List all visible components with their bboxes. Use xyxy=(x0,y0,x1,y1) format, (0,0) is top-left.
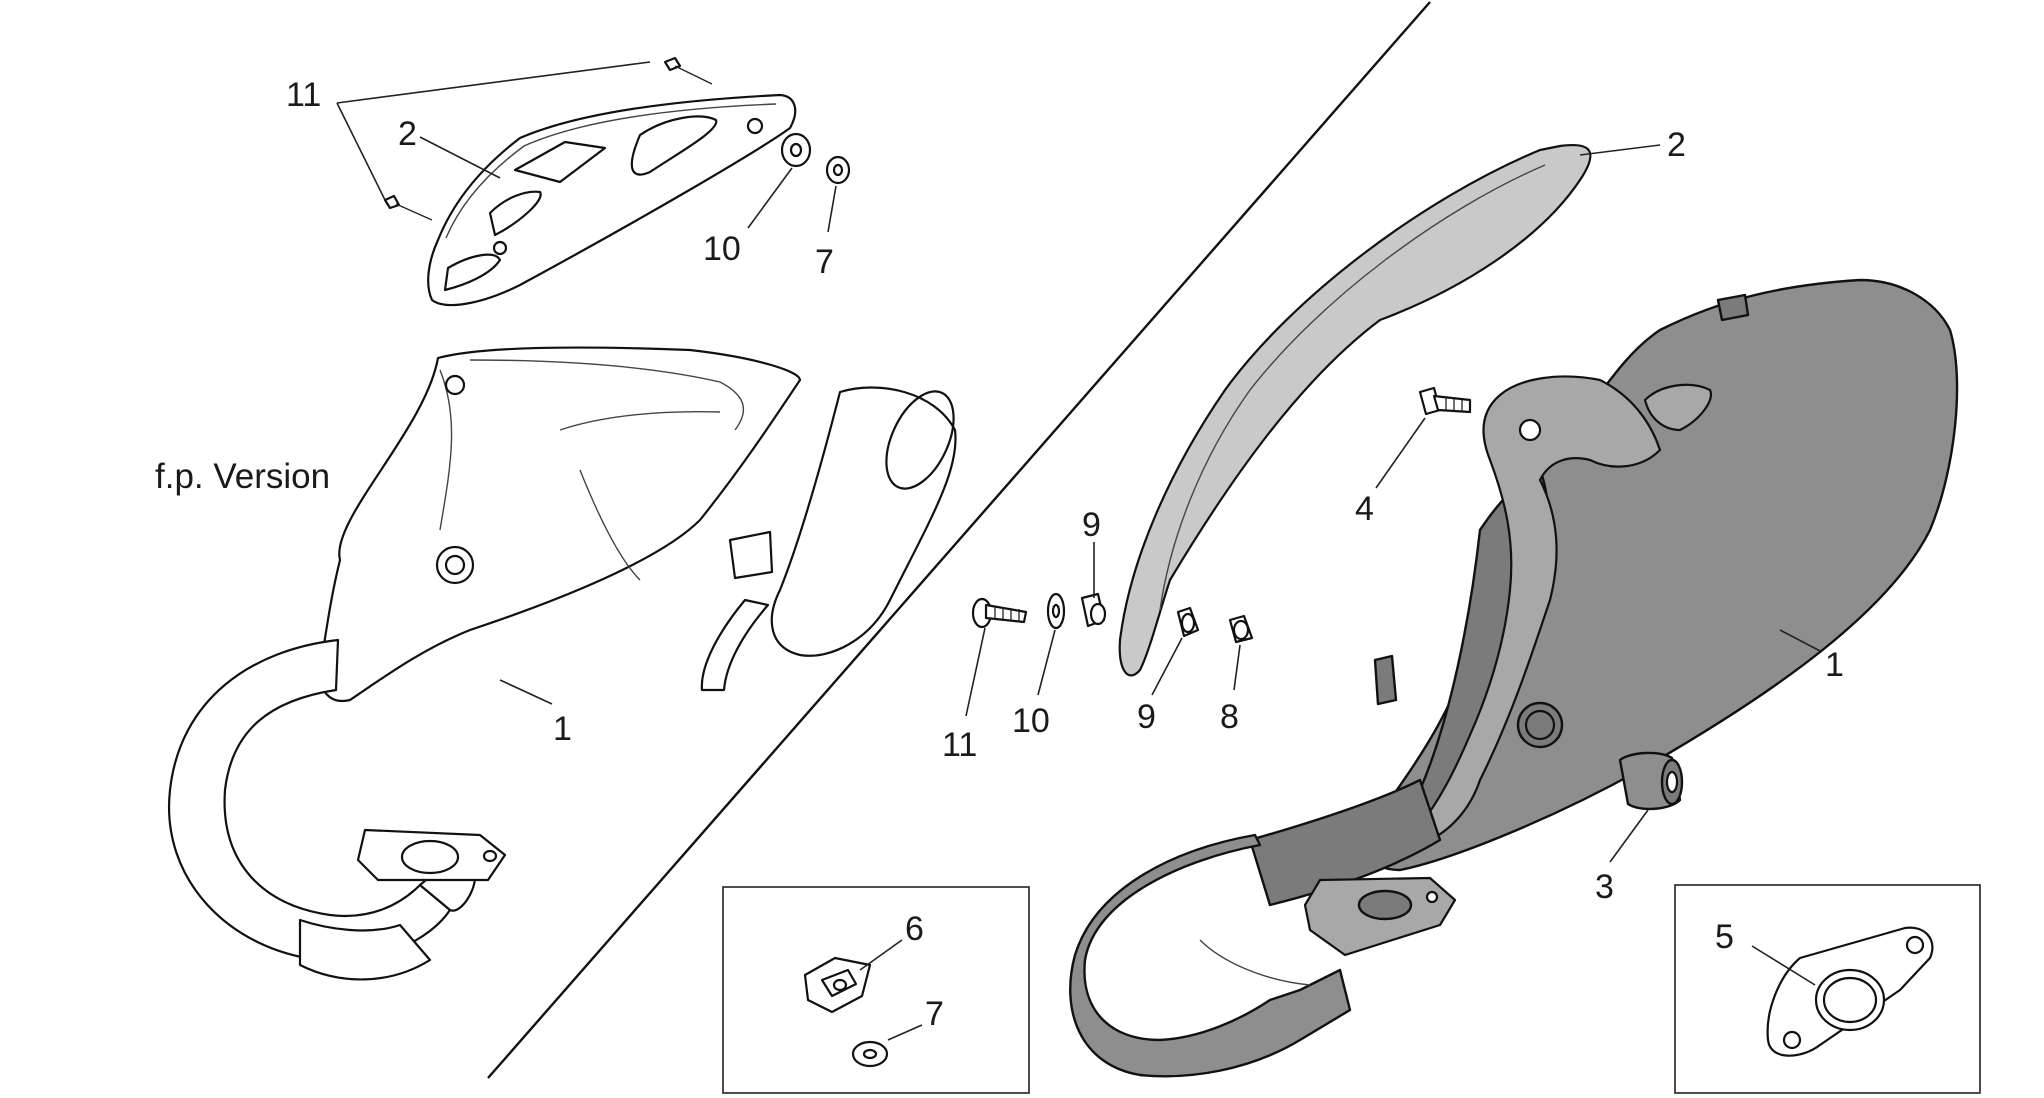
left-washer-10 xyxy=(780,132,812,168)
right-callout-3: 3 xyxy=(1595,868,1614,906)
left-callout-1: 1 xyxy=(553,710,572,748)
left-callout-2: 2 xyxy=(398,115,417,153)
left-washer-7 xyxy=(825,155,851,185)
left-screw-bottom xyxy=(383,194,433,221)
right-callout-2: 2 xyxy=(1667,126,1686,164)
right-bolt-4 xyxy=(1418,386,1472,416)
left-callout-11: 11 xyxy=(286,76,321,114)
center-callout-9a: 9 xyxy=(1082,506,1101,544)
center-nut-9a xyxy=(1080,592,1107,628)
inset-washer-7 xyxy=(851,1040,889,1068)
center-callout-8: 8 xyxy=(1220,698,1239,736)
center-nut-9b xyxy=(1176,606,1200,638)
right-callout-4: 4 xyxy=(1355,490,1374,528)
left-heat-shield xyxy=(427,93,797,307)
version-label: f.p. Version xyxy=(155,457,330,496)
left-exhaust-assembly xyxy=(167,56,957,981)
inset-right-box xyxy=(1674,884,1981,1094)
inset-clip-6 xyxy=(803,956,872,1014)
leader-lines xyxy=(336,61,1823,1041)
inset-left-box xyxy=(722,886,1030,1094)
left-callout-7: 7 xyxy=(815,243,834,281)
right-callout-1: 1 xyxy=(1825,646,1844,684)
center-washer-10 xyxy=(1046,592,1066,630)
divider-line xyxy=(487,1,1431,1079)
center-bolt-11 xyxy=(971,597,1028,629)
inset-gasket-5 xyxy=(1766,926,1934,1057)
center-callout-11: 11 xyxy=(942,726,977,764)
right-muffler xyxy=(1069,278,1959,1078)
center-hardware xyxy=(971,592,1254,644)
inset-callout-7: 7 xyxy=(925,995,944,1033)
inset-callout-5: 5 xyxy=(1715,918,1734,956)
center-nut-8 xyxy=(1228,614,1254,644)
center-callout-9b: 9 xyxy=(1137,698,1156,736)
right-heat-shield xyxy=(1118,144,1592,677)
inset-callout-6: 6 xyxy=(905,910,924,948)
left-callout-10: 10 xyxy=(703,230,741,268)
right-spacer-3 xyxy=(1618,751,1684,811)
center-callout-10: 10 xyxy=(1012,702,1050,740)
right-exhaust-assembly xyxy=(1069,144,1959,1078)
left-muffler xyxy=(167,346,957,981)
left-screw-top xyxy=(663,56,713,85)
